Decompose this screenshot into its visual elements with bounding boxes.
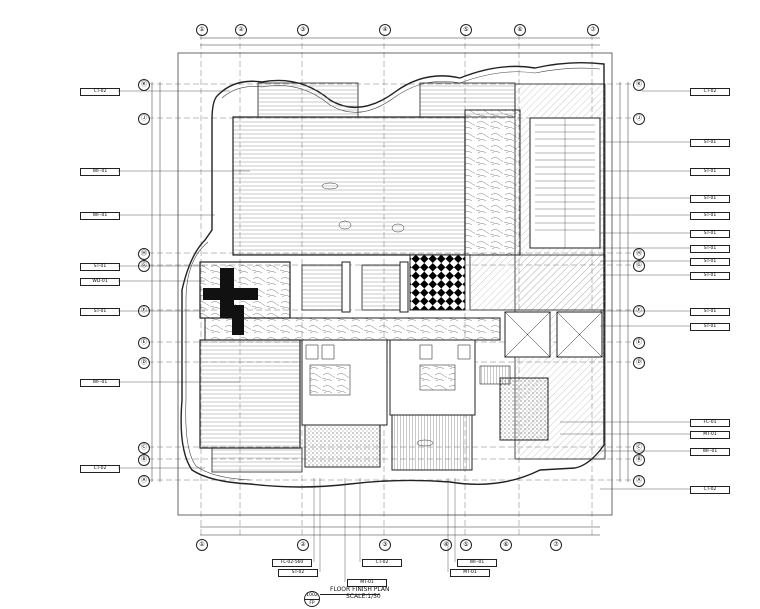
drawing-title-symbol: 1002 FP (304, 591, 320, 607)
grid-bubble-left-b: Ⓑ (138, 454, 150, 466)
material-tag: ST-01 (690, 323, 730, 331)
grid-bubble-left-e: Ⓔ (138, 337, 150, 349)
grid-bubble-right-a: Ⓐ (633, 475, 645, 487)
grid-bubble-right-g: Ⓖ (633, 260, 645, 272)
grid-bubble-bottom-2: ② (297, 539, 309, 551)
material-tag: WF-01 (80, 379, 120, 387)
vertical-plank-room (391, 414, 473, 471)
material-tag: ST-01 (690, 230, 730, 238)
grid-bubble-right-e: Ⓔ (633, 337, 645, 349)
material-tag: CT-02 (362, 559, 402, 567)
material-tag: FC-01 (690, 419, 730, 427)
material-tag: ST-01 (690, 195, 730, 203)
grid-bubble-top-5: ⑤ (460, 24, 472, 36)
grid-bubble-top-4: ④ (379, 24, 391, 36)
material-tag: WF-01 (80, 168, 120, 176)
material-tag: ST-01 (690, 139, 730, 147)
material-tag: CT-02 (80, 465, 120, 473)
grid-bubble-left-j: Ⓙ (138, 113, 150, 125)
grid-bubble-left-d: Ⓓ (138, 357, 150, 369)
drawing-sheet: FP (305, 599, 319, 607)
grid-bubble-left-k: Ⓚ (138, 79, 150, 91)
grid-bubble-left-c: Ⓒ (138, 442, 150, 454)
material-tag: ST-01 (80, 263, 120, 271)
south-balcony-west (211, 447, 303, 473)
central-room-1 (301, 264, 343, 311)
material-tag: CT-02 (690, 88, 730, 96)
grid-bubble-right-b: Ⓑ (633, 454, 645, 466)
material-tag: WD-01 (80, 278, 120, 286)
speckled-room (499, 377, 549, 441)
grid-bubble-right-h: Ⓗ (633, 248, 645, 260)
material-tag: MT-01 (450, 569, 490, 577)
grid-bubble-right-f: Ⓕ (633, 305, 645, 317)
west-lower-room (199, 339, 301, 449)
grid-bubble-right-k: Ⓚ (633, 79, 645, 91)
black-cross-horizontal (203, 288, 258, 300)
material-tag: ST-01 (690, 245, 730, 253)
drawing-title-scale: SCALE:1/50 (346, 593, 381, 600)
material-tag: ST-02 (278, 569, 318, 577)
grid-bubble-right-d: Ⓓ (633, 357, 645, 369)
material-tag: MT-01 (347, 579, 387, 587)
grid-bubble-top-1: ① (196, 24, 208, 36)
upper-hall-floor (232, 116, 466, 256)
upper-hall-north-balcony (257, 82, 359, 118)
dimension-lines (151, 37, 629, 536)
material-tag: WF-01 (80, 212, 120, 220)
material-tag: ST-01 (690, 258, 730, 266)
stair-treads (535, 118, 595, 248)
material-tag: FL-02-560 (272, 559, 312, 567)
stone-band (204, 317, 501, 341)
east-corridor (469, 254, 606, 311)
drawing-number: 1002 (306, 593, 318, 598)
material-tag: ST-01 (690, 308, 730, 316)
material-tag: ST-01 (80, 308, 120, 316)
drawing-border (177, 52, 613, 516)
curved-exterior-wall (180, 61, 605, 488)
drawing-title-name: FLOOR FINISH PLAN (330, 586, 390, 593)
grid-bubble-left-a: Ⓐ (138, 475, 150, 487)
grid-bubble-top-7: ⑦ (587, 24, 599, 36)
grid-bubble-top-6: ⑥ (514, 24, 526, 36)
material-tag: ST-01 (690, 212, 730, 220)
grid-bubble-right-j: Ⓙ (633, 113, 645, 125)
material-tag: ST-01 (690, 272, 730, 280)
material-tag: WF-01 (457, 559, 497, 567)
grid-bubble-bottom-1: ① (196, 539, 208, 551)
grid-bubble-left-g: Ⓖ (138, 260, 150, 272)
material-tag: CT-02 (690, 486, 730, 494)
stone-corridor (464, 109, 521, 256)
small-stair (479, 365, 511, 385)
room-tags (321, 182, 434, 447)
grid-bubble-bottom-3: ③ (379, 539, 391, 551)
grid-bubble-bottom-7: ⑦ (550, 539, 562, 551)
grid-bubble-right-c: Ⓒ (633, 442, 645, 454)
title-underline (320, 594, 380, 595)
drawing-title: FLOOR FINISH PLAN SCALE:1/50 (330, 586, 390, 600)
material-tag: ST-01 (690, 168, 730, 176)
grid-bubble-bottom-5: ⑤ (460, 539, 472, 551)
material-tag: MT-01 (690, 431, 730, 439)
grid-bubble-top-2: ② (235, 24, 247, 36)
grid-bubble-bottom-6: ⑥ (500, 539, 512, 551)
material-tag: WF-01 (690, 448, 730, 456)
material-tag: CT-02 (80, 88, 120, 96)
grid-bubble-top-3: ③ (297, 24, 309, 36)
grid-bubble-left-f: Ⓕ (138, 305, 150, 317)
speckled-floor (304, 424, 381, 468)
grid-bubble-bottom-4: ④ (440, 539, 452, 551)
grid-bubble-left-h: Ⓗ (138, 248, 150, 260)
